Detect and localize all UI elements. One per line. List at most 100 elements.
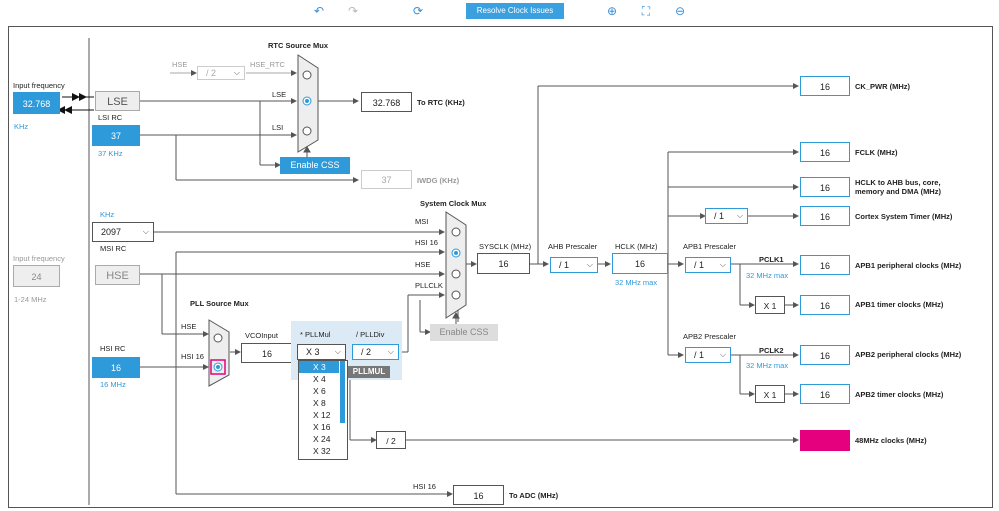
hse-rtc-label: HSE_RTC <box>250 60 285 69</box>
apb1-max: 32 MHz max <box>746 271 789 280</box>
apb1-timer-mult: X 1 <box>755 296 785 314</box>
resolve-clock-issues-button[interactable]: Resolve Clock Issues <box>466 3 564 19</box>
system-clock-mux-title: System Clock Mux <box>420 199 487 208</box>
undo-icon[interactable]: ↶ <box>313 4 325 18</box>
dropdown-scrollbar[interactable] <box>340 361 345 423</box>
redo-icon[interactable]: ↷ <box>347 4 359 18</box>
fclk-label: FCLK (MHz) <box>855 148 898 157</box>
apb2-prescaler-label: APB2 Prescaler <box>683 332 736 341</box>
hsi-rc-label: HSI RC <box>100 344 126 353</box>
hse-frequency-input[interactable]: 24 <box>13 265 60 287</box>
zoom-in-icon[interactable]: ⊕ <box>606 4 618 18</box>
pllmul-option[interactable]: X 8 <box>313 398 326 408</box>
pllmul-option[interactable]: X 16 <box>313 422 331 432</box>
hclk-ahb-box[interactable]: 16 <box>800 177 850 197</box>
apb2-periph-label: APB2 peripheral clocks (MHz) <box>855 350 962 359</box>
fit-icon[interactable]: ⛶ <box>641 4 651 18</box>
apb2-max: 32 MHz max <box>746 361 789 370</box>
hsi-unit: 16 MHz <box>100 380 126 389</box>
rtc-hse-div-select[interactable]: / 2⌵ <box>197 66 245 80</box>
apb2-timer-box[interactable]: 16 <box>800 384 850 404</box>
hse-input-frequency-label: Input frequency <box>13 254 65 263</box>
sysmux-msi-label: MSI <box>415 217 429 226</box>
apb2-prescaler-select[interactable]: / 1⌵ <box>685 347 731 363</box>
usb-48mhz-box[interactable]: 32 <box>800 430 850 451</box>
lse-input-frequency-label: Input frequency <box>13 81 65 90</box>
lse-unit: KHz <box>14 122 29 131</box>
sys-enable-css-button[interactable]: Enable CSS <box>430 324 498 341</box>
refresh-icon[interactable]: ⟳ <box>412 4 424 18</box>
apb1-timer-box[interactable]: 16 <box>800 295 850 315</box>
rtc-output-label: To RTC (KHz) <box>417 98 465 107</box>
apb1-periph-box[interactable]: 16 <box>800 255 850 275</box>
apb2-timer-label: APB2 timer clocks (MHz) <box>855 390 944 399</box>
clock-diagram-frame <box>8 26 993 508</box>
apb2-periph-box[interactable]: 16 <box>800 345 850 365</box>
iwdg-label: IWDG (KHz) <box>417 176 460 185</box>
pllmul-option[interactable]: X 24 <box>313 434 331 444</box>
pllmul-option[interactable]: X 4 <box>313 374 326 384</box>
pllmul-option[interactable]: X 32 <box>313 446 331 456</box>
pllmul-label: * PLLMul <box>300 330 331 339</box>
cortex-timer-box[interactable]: 16 <box>800 206 850 226</box>
hclk-max: 32 MHz max <box>615 278 658 287</box>
usb-48mhz-label: 48MHz clocks (MHz) <box>855 436 927 445</box>
pllmul-tooltip: PLLMUL <box>348 366 390 378</box>
rtc-output-box: 32.768 <box>361 92 412 112</box>
apb1-prescaler-label: APB1 Prescaler <box>683 242 736 251</box>
apb1-periph-label: APB1 peripheral clocks (MHz) <box>855 261 962 270</box>
ahb-prescaler-label: AHB Prescaler <box>548 242 598 251</box>
pll-hse-label: HSE <box>181 322 197 331</box>
toolbar: ↶ ↷ ⟳ Resolve Clock Issues ⊕ ⛶ ⊖ <box>0 0 999 22</box>
msi-unit: KHz <box>100 210 115 219</box>
adc-hsi16-label: HSI 16 <box>413 482 436 491</box>
apb2-timer-mult: X 1 <box>755 385 785 403</box>
sysmux-hse-label: HSE <box>415 260 431 269</box>
iwdg-output-box: 37 <box>361 170 412 189</box>
hclk-ahb-label: HCLK to AHB bus, core, <box>855 178 941 187</box>
ahb-prescaler-select[interactable]: / 1⌵ <box>550 257 598 273</box>
sysmux-hsi16-label: HSI 16 <box>415 238 438 247</box>
hclk-ahb-sublabel: memory and DMA (MHz) <box>855 187 941 196</box>
cortex-timer-label: Cortex System Timer (MHz) <box>855 212 953 221</box>
adc-output-box: 16 <box>453 485 504 505</box>
ck-pwr-box[interactable]: 16 <box>800 76 850 96</box>
pllmul-dropdown: X 3 X 4 X 6 X 8 X 12 X 16 X 24 X 32 <box>298 360 348 460</box>
hclk-box[interactable]: 16 <box>612 253 668 274</box>
hse-box[interactable]: HSE <box>95 265 140 285</box>
hsi-value-box: 16 <box>92 357 140 378</box>
pllmul-option[interactable]: X 12 <box>313 410 331 420</box>
sysclk-box[interactable]: 16 <box>477 253 530 274</box>
plldiv-select[interactable]: / 2⌵ <box>352 344 399 360</box>
ck-pwr-label: CK_PWR (MHz) <box>855 82 910 91</box>
apb1-prescaler-select[interactable]: / 1⌵ <box>685 257 731 273</box>
hclk-label: HCLK (MHz) <box>615 242 658 251</box>
lse-frequency-input[interactable]: 32.768 <box>13 92 60 114</box>
zoom-out-icon[interactable]: ⊖ <box>674 4 686 18</box>
lse-box[interactable]: LSE <box>95 91 140 111</box>
pll-hsi16-label: HSI 16 <box>181 352 204 361</box>
pclk2-label: PCLK2 <box>759 346 784 355</box>
sysclk-label: SYSCLK (MHz) <box>479 242 532 251</box>
vco-input-box: 16 <box>241 343 293 363</box>
fclk-box[interactable]: 16 <box>800 142 850 162</box>
lsi-unit: 37 KHz <box>98 149 123 158</box>
pclk1-label: PCLK1 <box>759 255 784 264</box>
pllmul-select[interactable]: X 3⌵ <box>297 344 346 360</box>
pllmul-option[interactable]: X 3 <box>299 361 339 373</box>
msi-range-select[interactable]: 2097⌵ <box>92 222 154 242</box>
hse-range: 1-24 MHz <box>14 295 47 304</box>
pll-source-mux-title: PLL Source Mux <box>190 299 249 308</box>
sysmux-pllclk-label: PLLCLK <box>415 281 443 290</box>
rtc-enable-css-button[interactable]: Enable CSS <box>280 157 350 174</box>
cortex-div-select[interactable]: / 1⌵ <box>705 208 748 224</box>
lsi-value-box: 37 <box>92 125 140 146</box>
lsi-rc-label: LSI RC <box>98 113 123 122</box>
rtc-hse-label: HSE <box>172 60 188 69</box>
adc-output-label: To ADC (MHz) <box>509 491 559 500</box>
rtc-mux-title: RTC Source Mux <box>268 41 329 50</box>
pllmul-option[interactable]: X 6 <box>313 386 326 396</box>
plldiv-label: / PLLDiv <box>356 330 385 339</box>
rtc-lsi-label: LSI <box>272 123 284 132</box>
